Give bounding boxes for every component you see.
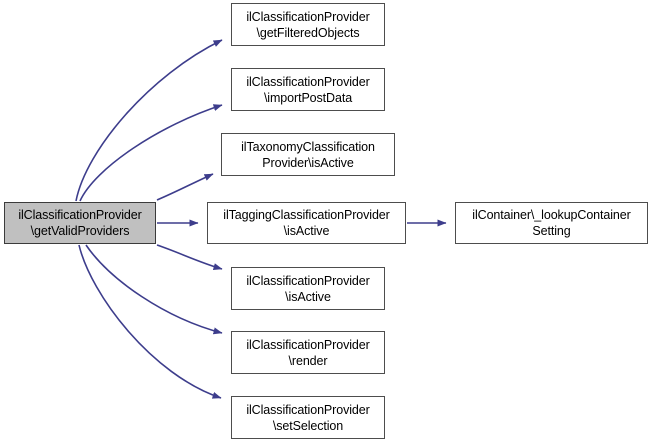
node-label: ilClassificationProvider \importPostData — [246, 74, 370, 105]
node-label: ilContainer\_lookupContainer Setting — [472, 208, 631, 238]
edge-root-to-taxonomy-is-active — [156, 173, 214, 201]
edge-root-to-render — [85, 244, 223, 335]
node-render[interactable]: ilClassificationProvider \render — [231, 331, 385, 374]
edge-root-to-set-selection — [78, 244, 222, 399]
node-import-post-data[interactable]: ilClassificationProvider \importPostData — [231, 68, 385, 111]
node-label: ilTaxonomyClassification Provider\isActi… — [241, 139, 375, 170]
edge-root-to-get-filtered-objects — [75, 39, 223, 202]
node-label: ilTaggingClassificationProvider \isActiv… — [223, 208, 390, 238]
node-label: ilClassificationProvider \setSelection — [246, 402, 370, 433]
edge-root-to-import-post-data — [79, 104, 223, 202]
edge-root-to-classification-is-active — [156, 244, 223, 270]
node-label: ilClassificationProvider \isActive — [246, 273, 370, 304]
node-tagging-provider-is-active[interactable]: ilTaggingClassificationProvider \isActiv… — [207, 202, 406, 244]
node-taxonomy-provider-is-active[interactable]: ilTaxonomyClassification Provider\isActi… — [221, 133, 395, 176]
node-label: ilClassificationProvider \getValidProvid… — [18, 208, 142, 238]
node-lookup-container-setting[interactable]: ilContainer\_lookupContainer Setting — [455, 202, 648, 244]
node-label: ilClassificationProvider \render — [246, 337, 370, 368]
node-get-valid-providers[interactable]: ilClassificationProvider \getValidProvid… — [4, 202, 156, 244]
node-get-filtered-objects[interactable]: ilClassificationProvider \getFilteredObj… — [231, 3, 385, 46]
node-label: ilClassificationProvider \getFilteredObj… — [246, 9, 370, 40]
node-classification-provider-is-active[interactable]: ilClassificationProvider \isActive — [231, 267, 385, 310]
node-set-selection[interactable]: ilClassificationProvider \setSelection — [231, 396, 385, 439]
